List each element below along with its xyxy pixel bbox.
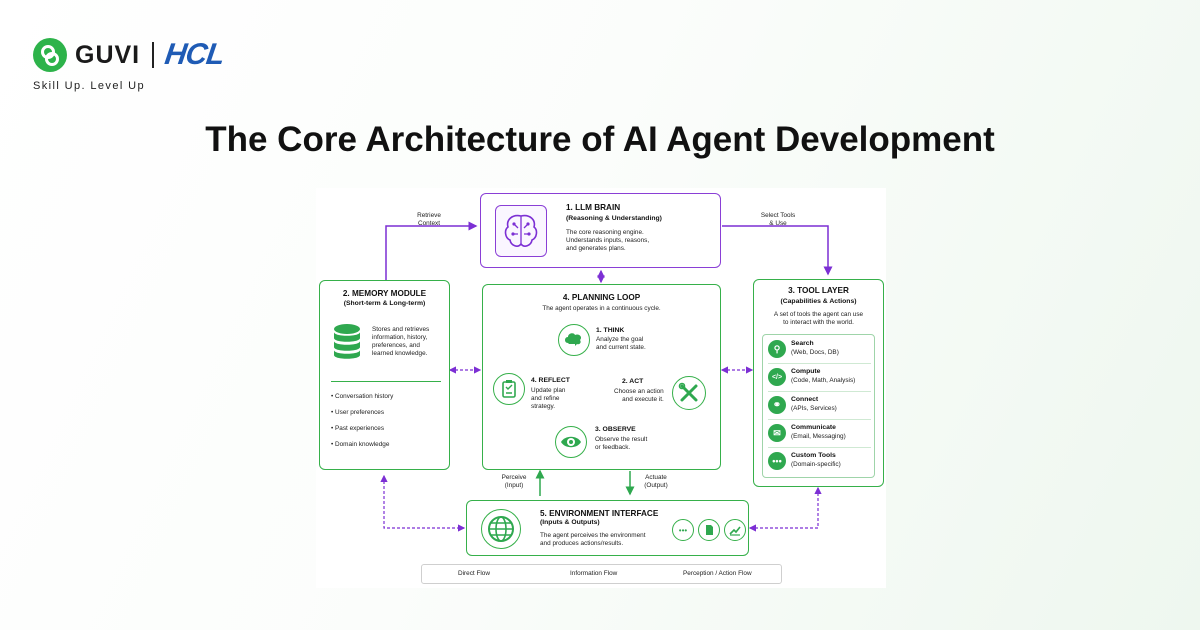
globe-icon bbox=[481, 509, 521, 549]
tool-detail: (Email, Messaging) bbox=[791, 433, 846, 440]
tools-subtitle: (Capabilities & Actions) bbox=[780, 298, 857, 305]
planning-title: 4. PLANNING LOOP bbox=[562, 293, 641, 302]
llm-title: 1. LLM BRAIN bbox=[566, 203, 621, 212]
reflect-description: Update plan and refine strategy. bbox=[531, 387, 566, 410]
tools-wrench-icon bbox=[672, 376, 706, 410]
tool-divider bbox=[768, 419, 871, 420]
tool-name: Custom Tools bbox=[791, 452, 836, 459]
tools-title: 3. TOOL LAYER bbox=[788, 286, 849, 295]
think-description: Analyze the goal and current state. bbox=[596, 336, 646, 351]
dots-icon: ••• bbox=[768, 452, 786, 470]
tool-name: Communicate bbox=[791, 424, 836, 431]
memory-list-item: • Past experiences bbox=[331, 425, 385, 432]
legend bbox=[421, 564, 782, 584]
planning-description: The agent operates in a continuous cycle… bbox=[542, 305, 661, 312]
brand-logo: GUVI HCL bbox=[33, 38, 226, 72]
legend-info-label: Information Flow bbox=[570, 570, 618, 577]
tool-item-connect: ⚭ Connect (APIs, Services) bbox=[763, 391, 876, 419]
observe-description: Observe the result or feedback. bbox=[595, 436, 648, 451]
memory-list-item: • Domain knowledge bbox=[331, 441, 390, 448]
tool-item-search: ⚲ Search (Web, Docs, DB) bbox=[763, 335, 876, 363]
document-icon bbox=[698, 519, 720, 541]
act-description: Choose an action and execute it. bbox=[614, 388, 664, 403]
eye-icon bbox=[555, 426, 587, 458]
tool-divider bbox=[768, 447, 871, 448]
memory-module-box: 2. MEMORY MODULE (Short-term & Long-term… bbox=[319, 280, 450, 470]
page-title: The Core Architecture of AI Agent Develo… bbox=[205, 120, 995, 159]
tool-name: Compute bbox=[791, 368, 821, 375]
select-tools-label: Select Tools & Use bbox=[760, 212, 796, 227]
environment-title: 5. ENVIRONMENT INTERFACE bbox=[540, 509, 659, 518]
database-icon bbox=[332, 323, 362, 361]
think-icon bbox=[558, 324, 590, 356]
architecture-diagram: Retrieve Context Select Tools & Use Perc… bbox=[316, 188, 886, 588]
act-title: 2. ACT bbox=[622, 378, 644, 385]
globe-icon: ⚭ bbox=[768, 396, 786, 414]
memory-environment-link bbox=[380, 474, 466, 532]
observe-title: 3. OBSERVE bbox=[595, 426, 636, 433]
guvi-logo-icon bbox=[33, 38, 67, 72]
environment-subtitle: (Inputs & Outputs) bbox=[540, 519, 600, 526]
tool-divider bbox=[768, 363, 871, 364]
memory-divider bbox=[331, 381, 441, 382]
tools-list: ⚲ Search (Web, Docs, DB) </> Compute (Co… bbox=[762, 334, 875, 478]
tool-item-communicate: ✉ Communicate (Email, Messaging) bbox=[763, 419, 876, 447]
retrieve-context-arrow bbox=[385, 221, 478, 280]
llm-subtitle: (Reasoning & Understanding) bbox=[566, 215, 662, 222]
hcl-wordmark: HCL bbox=[162, 38, 226, 71]
tool-detail: (APIs, Services) bbox=[791, 405, 837, 412]
perceive-label: Perceive (Input) bbox=[501, 474, 527, 489]
tool-item-custom: ••• Custom Tools (Domain-specific) bbox=[763, 447, 876, 475]
memory-list-item: • Conversation history bbox=[331, 393, 394, 400]
guvi-wordmark: GUVI bbox=[75, 40, 141, 69]
memory-list-item: • User preferences bbox=[331, 409, 385, 416]
tool-item-compute: </> Compute (Code, Math, Analysis) bbox=[763, 363, 876, 391]
search-icon: ⚲ bbox=[768, 340, 786, 358]
actuate-label: Actuate (Output) bbox=[644, 474, 668, 489]
mail-icon: ✉ bbox=[768, 424, 786, 442]
clipboard-icon bbox=[493, 373, 525, 405]
environment-description: The agent perceives the environment and … bbox=[540, 532, 646, 547]
tool-detail: (Domain-specific) bbox=[791, 461, 841, 468]
tool-divider bbox=[768, 391, 871, 392]
reflect-title: 4. REFLECT bbox=[531, 377, 570, 384]
memory-title: 2. MEMORY MODULE bbox=[342, 289, 427, 298]
tools-environment-link bbox=[748, 486, 822, 532]
tool-layer-box: 3. TOOL LAYER (Capabilities & Actions) A… bbox=[753, 279, 884, 487]
brain-icon bbox=[495, 205, 547, 257]
llm-description: The core reasoning engine. Understands i… bbox=[566, 229, 650, 252]
planning-loop-box: 4. PLANNING LOOP The agent operates in a… bbox=[482, 284, 721, 470]
logo-divider bbox=[152, 42, 154, 68]
memory-description: Stores and retrieves information, histor… bbox=[372, 326, 430, 357]
memory-subtitle: (Short-term & Long-term) bbox=[343, 300, 426, 307]
environment-interface-box: 5. ENVIRONMENT INTERFACE (Inputs & Outpu… bbox=[466, 500, 749, 556]
chat-icon: ••• bbox=[672, 519, 694, 541]
tool-name: Connect bbox=[791, 396, 819, 403]
tool-detail: (Web, Docs, DB) bbox=[791, 349, 839, 356]
tool-detail: (Code, Math, Analysis) bbox=[791, 377, 856, 384]
chart-icon bbox=[724, 519, 746, 541]
retrieve-context-label: Retrieve Context bbox=[417, 212, 441, 227]
tools-description: A set of tools the agent can use to inte… bbox=[773, 311, 864, 326]
legend-direct-label: Direct Flow bbox=[458, 570, 490, 577]
tool-name: Search bbox=[791, 340, 814, 347]
llm-brain-box: 1. LLM BRAIN (Reasoning & Understanding)… bbox=[480, 193, 721, 268]
legend-perception-label: Perception / Action Flow bbox=[683, 570, 752, 577]
select-tools-arrow bbox=[722, 225, 833, 276]
code-icon: </> bbox=[768, 368, 786, 386]
think-title: 1. THINK bbox=[596, 327, 625, 334]
tagline: Skill Up. Level Up bbox=[33, 80, 146, 92]
